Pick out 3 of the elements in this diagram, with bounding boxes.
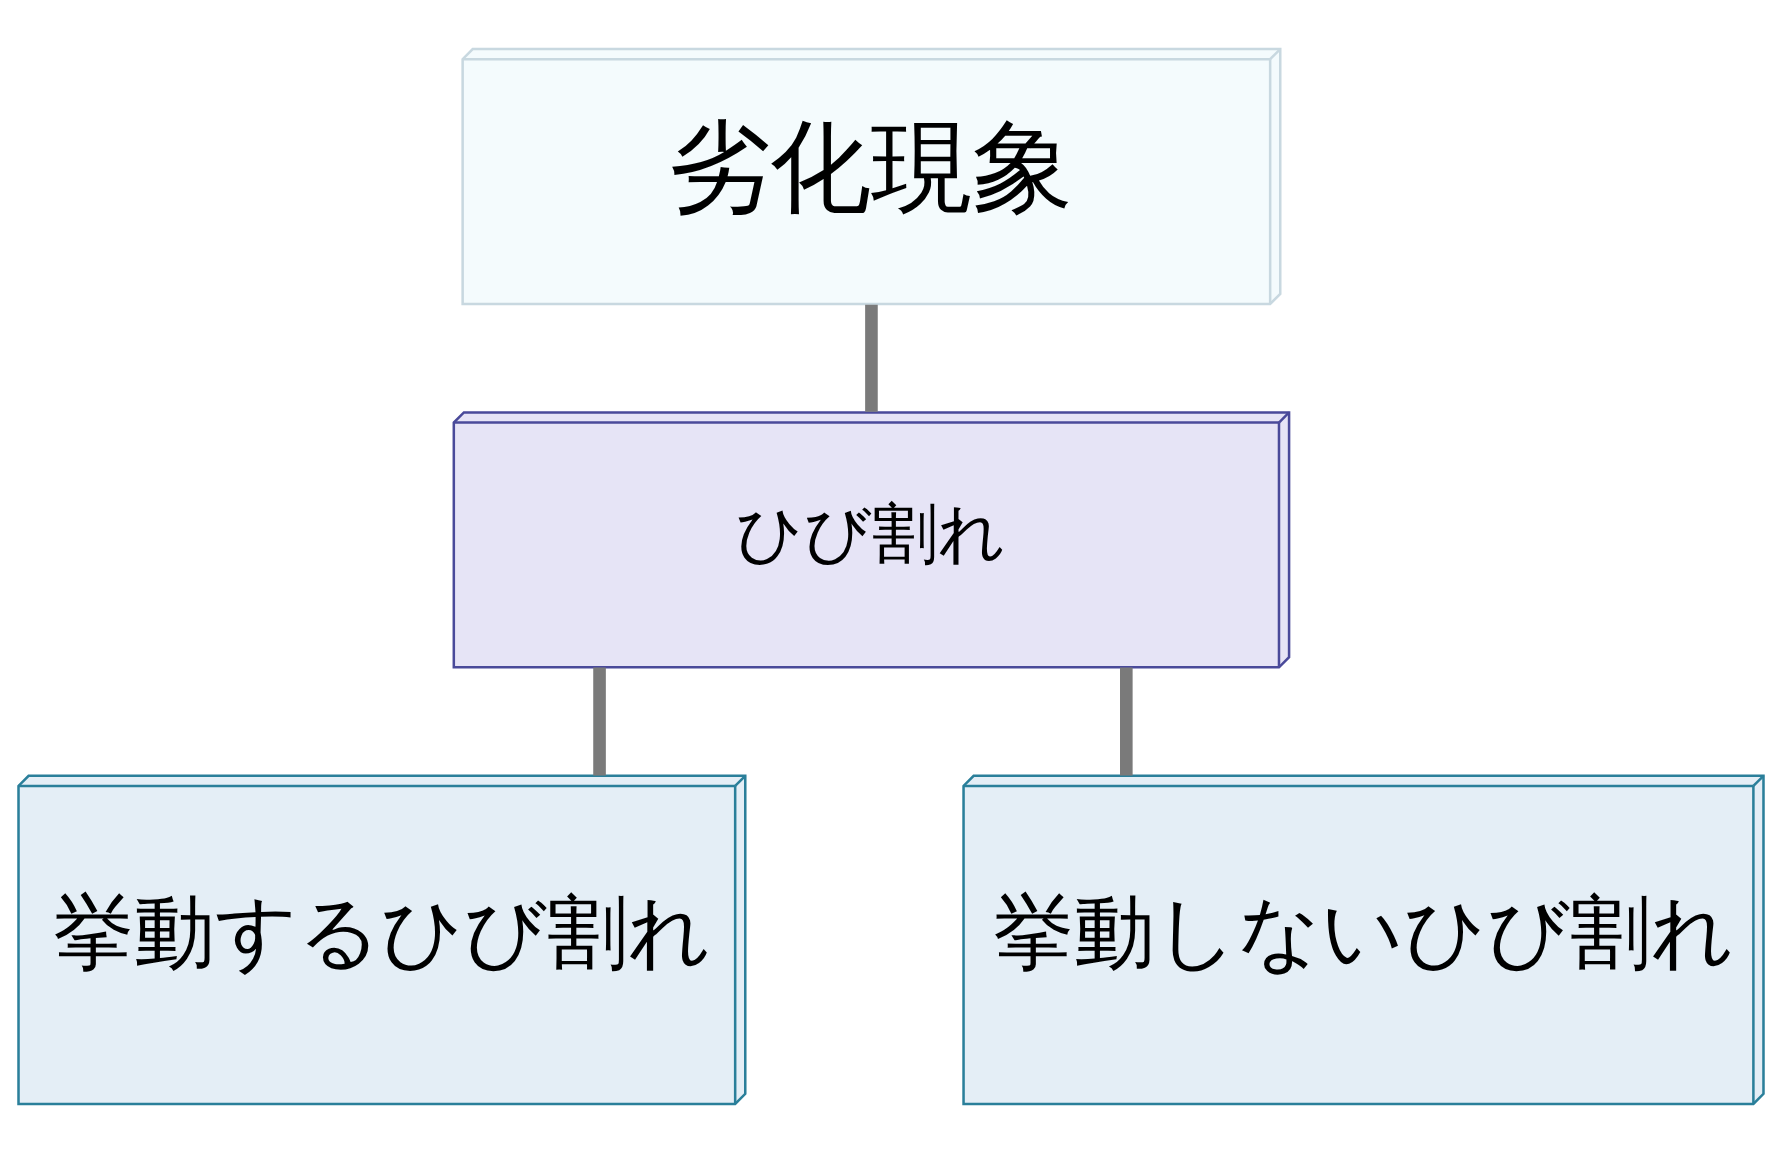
connector xyxy=(865,304,878,412)
connector xyxy=(593,667,606,776)
connector xyxy=(1120,667,1133,776)
